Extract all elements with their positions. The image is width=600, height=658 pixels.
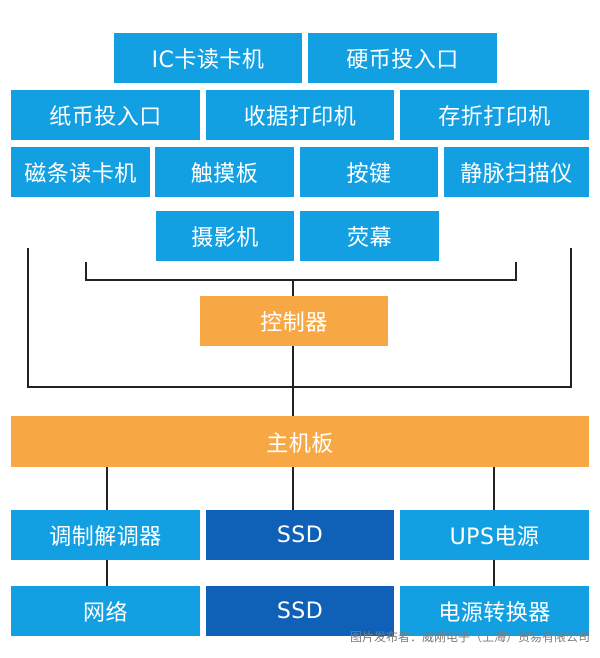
- publisher-credit: 图片发布者：威刚电子（上海）贸易有限公司: [349, 630, 590, 644]
- motherboard-box: 主机板: [11, 416, 589, 467]
- keypad-box: 按键: [300, 147, 438, 197]
- network-box: 网络: [11, 586, 200, 636]
- ic-card-reader-box: IC卡读卡机: [114, 33, 302, 83]
- controller-box: 控制器: [200, 296, 388, 346]
- power-converter-box: 电源转换器: [400, 586, 589, 636]
- banknote-slot-box: 纸币投入口: [11, 90, 200, 140]
- passbook-printer-box: 存折打印机: [400, 90, 589, 140]
- ssd-box-1: SSD: [206, 510, 394, 560]
- controller-bracket-line: [85, 262, 517, 281]
- coin-slot-box: 硬币投入口: [308, 33, 497, 83]
- camera-box: 摄影机: [156, 211, 294, 261]
- vein-scanner-box: 静脉扫描仪: [444, 147, 589, 197]
- screen-box: 荧幕: [300, 211, 439, 261]
- receipt-printer-box: 收据打印机: [206, 90, 394, 140]
- ups-power-box: UPS电源: [400, 510, 589, 560]
- motherboard-outer-line: [27, 248, 572, 388]
- ssd-box-2: SSD: [206, 586, 394, 636]
- magnetic-card-reader-box: 磁条读卡机: [11, 147, 150, 197]
- modem-box: 调制解调器: [11, 510, 200, 560]
- touchpad-box: 触摸板: [155, 147, 294, 197]
